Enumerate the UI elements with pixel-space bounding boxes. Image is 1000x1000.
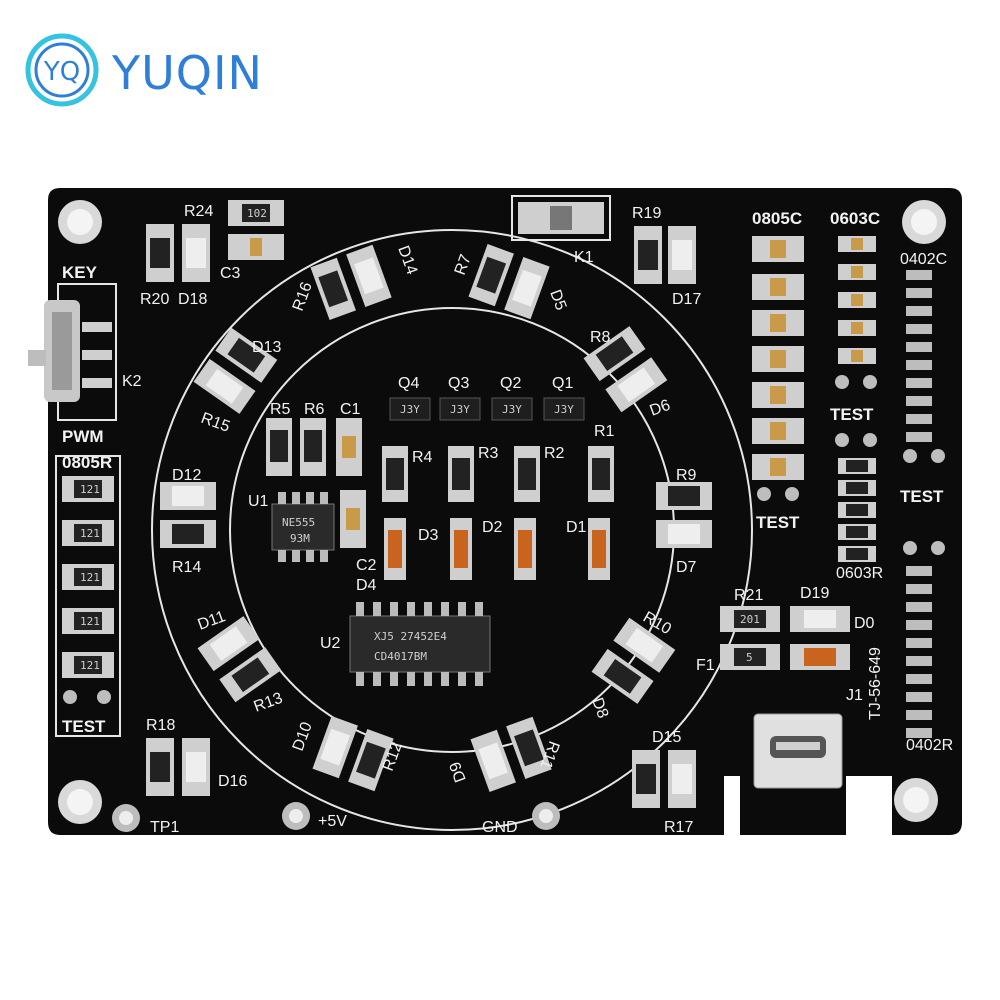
label-tj-56-649: TJ-56-649: [867, 647, 884, 720]
resistors-r1-r4: [382, 446, 614, 502]
ic-u1-ne555: NE555 93M: [271, 492, 335, 562]
label-d16: D16: [218, 773, 247, 790]
brand-logo: YQ: [25, 33, 99, 107]
label-r7: R7: [452, 252, 475, 277]
label-d3: D3: [418, 527, 439, 544]
label-r1: R1: [594, 423, 615, 440]
logo-mark: YQ: [43, 57, 80, 87]
ic-u2-cd4017: XJ5 27452E4 CD4017BM: [349, 602, 491, 686]
label-key: KEY: [62, 263, 98, 282]
svg-text:5: 5: [746, 651, 753, 664]
label-0402c: 0402C: [900, 251, 947, 268]
svg-text:201: 201: [740, 613, 760, 626]
label-r4: R4: [412, 449, 433, 466]
label-d19: D19: [800, 585, 829, 602]
svg-text:102: 102: [247, 207, 267, 220]
svg-text:XJ5 27452E4: XJ5 27452E4: [374, 630, 447, 643]
svg-text:121: 121: [80, 659, 100, 672]
label-r8: R8: [590, 329, 611, 346]
capacitor-0603-array: [838, 236, 876, 364]
label-r14: R14: [172, 559, 201, 576]
label-d9: D9: [447, 759, 470, 784]
label-d7: D7: [676, 559, 697, 576]
label-r18: R18: [146, 717, 175, 734]
svg-text:121: 121: [80, 483, 100, 496]
label-r17: R17: [664, 819, 693, 836]
label-c2: C2: [356, 557, 377, 574]
label-r9: R9: [676, 467, 697, 484]
label-0603c: 0603C: [830, 209, 880, 228]
label-test-left: TEST: [62, 717, 106, 736]
label-r19: R19: [632, 205, 661, 222]
svg-text:J3Y: J3Y: [502, 403, 522, 416]
label-d12: D12: [172, 467, 201, 484]
label-r3: R3: [478, 445, 499, 462]
label-r6: R6: [304, 401, 325, 418]
label-r2: R2: [544, 445, 565, 462]
capacitor-0805-array: [752, 236, 804, 480]
label-d5: D5: [546, 288, 569, 313]
label-d13: D13: [252, 339, 281, 356]
label-tp1: TP1: [150, 819, 179, 836]
label-q3: Q3: [448, 375, 469, 392]
label-r20: R20: [140, 291, 169, 308]
diodes-d1-d3: [384, 518, 610, 580]
brand-name: YUQIN: [112, 46, 263, 100]
svg-text:121: 121: [80, 571, 100, 584]
label-d2: D2: [482, 519, 503, 536]
svg-text:J3Y: J3Y: [450, 403, 470, 416]
logo-inner-ring-icon: [34, 42, 90, 98]
label-c1: C1: [340, 401, 361, 418]
capacitor-0402-array: [906, 270, 932, 442]
label-0805r: 0805R: [62, 453, 112, 472]
label-k1: K1: [574, 249, 594, 266]
transistors: J3Y J3Y J3Y J3Y: [389, 397, 585, 421]
led-ring: [160, 244, 712, 792]
outer-ring: [151, 229, 753, 831]
label-f1: F1: [696, 657, 715, 674]
label-test-0805: TEST: [756, 513, 800, 532]
svg-text:J3Y: J3Y: [400, 403, 420, 416]
label-0805c: 0805C: [752, 209, 802, 228]
svg-text:121: 121: [80, 527, 100, 540]
label-test-0603: TEST: [830, 405, 874, 424]
label-r5: R5: [270, 401, 291, 418]
label-c3: C3: [220, 265, 241, 282]
label-k2: K2: [122, 373, 142, 390]
svg-text:J3Y: J3Y: [554, 403, 574, 416]
label-d1: D1: [566, 519, 587, 536]
resistor-0603-array: [838, 458, 876, 562]
logo-ring-icon: [25, 33, 99, 107]
resistor-0805-array: 121 121 121 121 121: [62, 476, 114, 678]
label-pwm: PWM: [62, 427, 104, 446]
label-r21: R21: [734, 587, 763, 604]
label-u2: U2: [320, 635, 341, 652]
svg-text:CD4017BM: CD4017BM: [374, 650, 427, 663]
label-d6: D6: [648, 397, 673, 420]
label-d18: D18: [178, 291, 207, 308]
label-0603r: 0603R: [836, 565, 883, 582]
label-j1: J1: [846, 687, 863, 704]
label-5v: +5V: [318, 813, 347, 830]
label-q2: Q2: [500, 375, 521, 392]
svg-text:NE555: NE555: [282, 516, 315, 529]
mounting-holes: [58, 200, 946, 824]
resistor-0402-array: [906, 566, 932, 738]
label-d4: D4: [356, 577, 377, 594]
label-d8: D8: [588, 696, 611, 721]
label-q4: Q4: [398, 375, 419, 392]
label-gnd: GND: [482, 819, 518, 836]
label-r24: R24: [184, 203, 213, 220]
label-d17: D17: [672, 291, 701, 308]
label-0402r: 0402R: [906, 737, 953, 754]
label-test-right: TEST: [900, 487, 944, 506]
label-u1: U1: [248, 493, 269, 510]
label-q1: Q1: [552, 375, 573, 392]
svg-text:93M: 93M: [290, 532, 310, 545]
svg-text:121: 121: [80, 615, 100, 628]
label-d15: D15: [652, 729, 681, 746]
label-d0: D0: [854, 615, 875, 632]
